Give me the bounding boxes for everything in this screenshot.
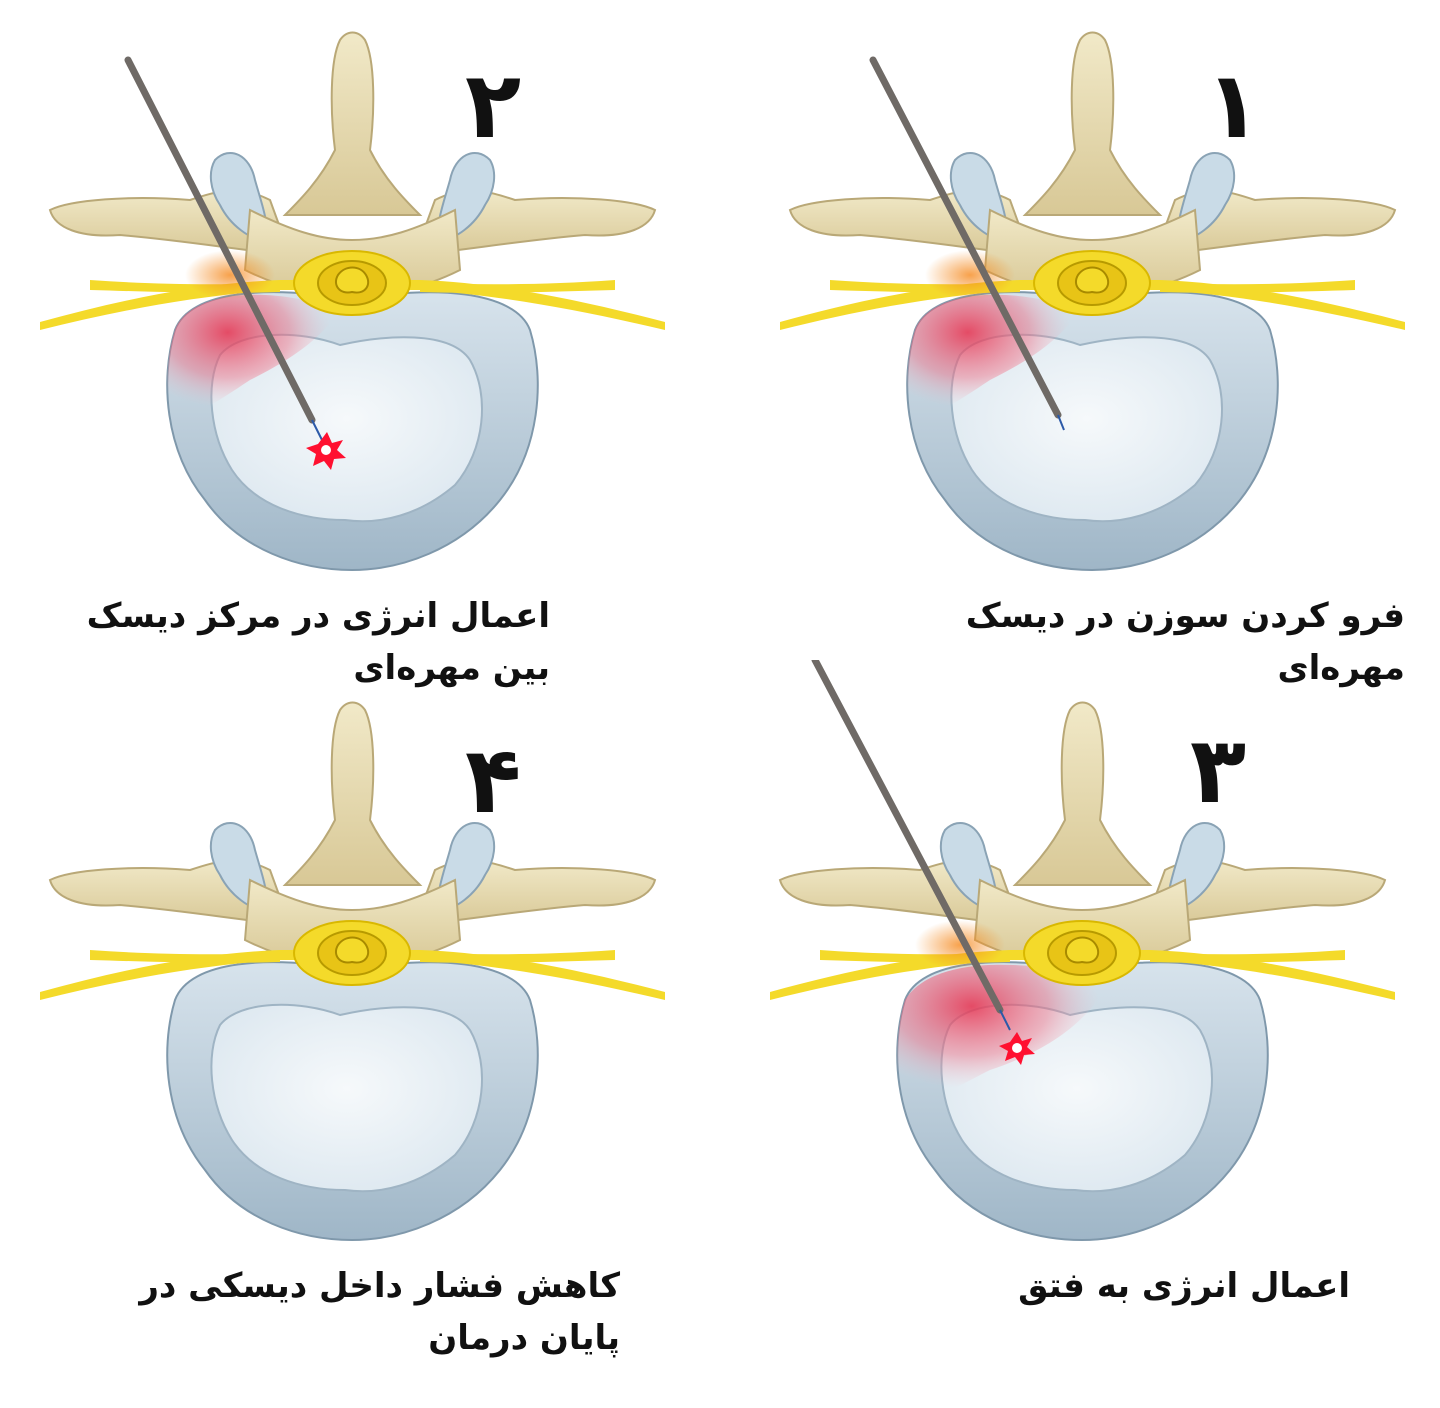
step-number: ۴ xyxy=(465,727,522,834)
needle xyxy=(869,56,1065,431)
intervertebral-disc xyxy=(166,291,539,572)
vertebra-illustration xyxy=(770,660,1395,1242)
needle xyxy=(811,660,1011,1031)
step-number: ۲ xyxy=(465,52,522,159)
step-caption: اعمال انرژی در مرکز دیسک بین مهره‌ای xyxy=(86,596,550,688)
intervertebral-disc xyxy=(896,961,1269,1242)
panel-step-2: ۲ اعمال انرژی در مرکز دیسک بین مهره‌ای xyxy=(0,0,720,704)
needle xyxy=(124,56,323,441)
spinal-nerves xyxy=(40,250,665,330)
spinal-nerves xyxy=(770,920,1395,1000)
step-caption: کاهش فشار داخل دیسکی در پایان درمان xyxy=(139,1266,620,1358)
vertebra-illustration xyxy=(40,31,665,572)
vertebra-illustration xyxy=(780,31,1405,572)
laser-burst-icon xyxy=(999,1032,1035,1065)
spinal-nerves xyxy=(780,250,1405,330)
vertebra-illustration xyxy=(40,701,665,1242)
intervertebral-disc xyxy=(906,291,1279,572)
step-caption: فرو کردن سوزن در دیسک مهره‌ای xyxy=(965,596,1405,688)
step-number: ۳ xyxy=(1190,717,1247,824)
laser-burst-icon xyxy=(306,432,346,470)
spinal-nerves xyxy=(40,920,665,1000)
step-number: ۱ xyxy=(1205,52,1262,159)
panel-step-1: ۱ فرو کردن سوزن در دیسک مهره‌ای xyxy=(740,0,1440,704)
panel-step-3: ۳ اعمال انرژی به فتق xyxy=(730,660,1440,1364)
intervertebral-disc xyxy=(166,961,539,1242)
panel-step-4: ۴ کاهش فشار داخل دیسکی در پایان درمان xyxy=(0,670,720,1374)
step-caption: اعمال انرژی به فتق xyxy=(1018,1266,1350,1306)
